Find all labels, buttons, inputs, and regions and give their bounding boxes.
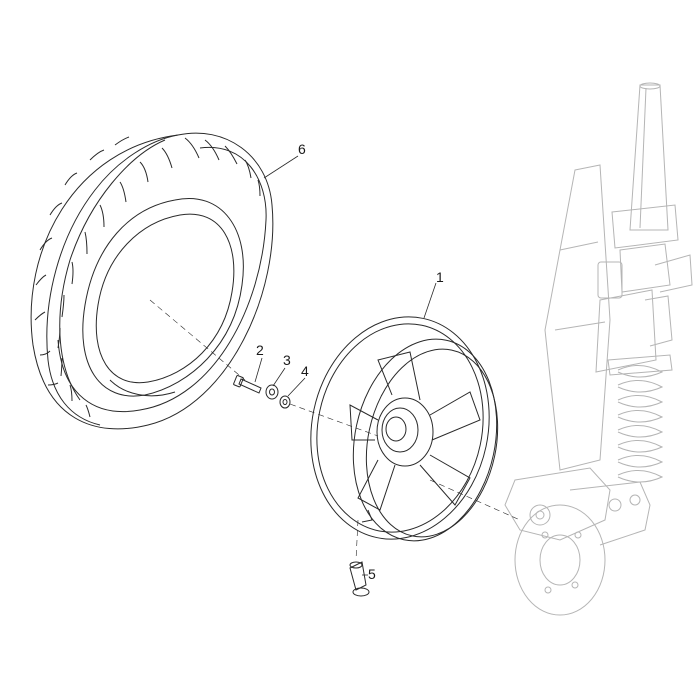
callout-6: 6 bbox=[298, 141, 306, 157]
washer-small bbox=[279, 395, 291, 409]
bolt bbox=[233, 375, 262, 394]
callout-4: 4 bbox=[301, 363, 309, 379]
valve bbox=[349, 561, 370, 597]
tyre bbox=[30, 132, 274, 430]
axis-lines bbox=[149, 299, 521, 561]
callout-1: 1 bbox=[436, 269, 444, 285]
rim bbox=[310, 316, 499, 542]
callout-5: 5 bbox=[368, 566, 376, 582]
leader-lines bbox=[254, 155, 437, 576]
callout-3: 3 bbox=[283, 352, 291, 368]
callout-2: 2 bbox=[256, 342, 264, 358]
washer bbox=[265, 384, 279, 400]
fork-assembly bbox=[504, 82, 693, 616]
